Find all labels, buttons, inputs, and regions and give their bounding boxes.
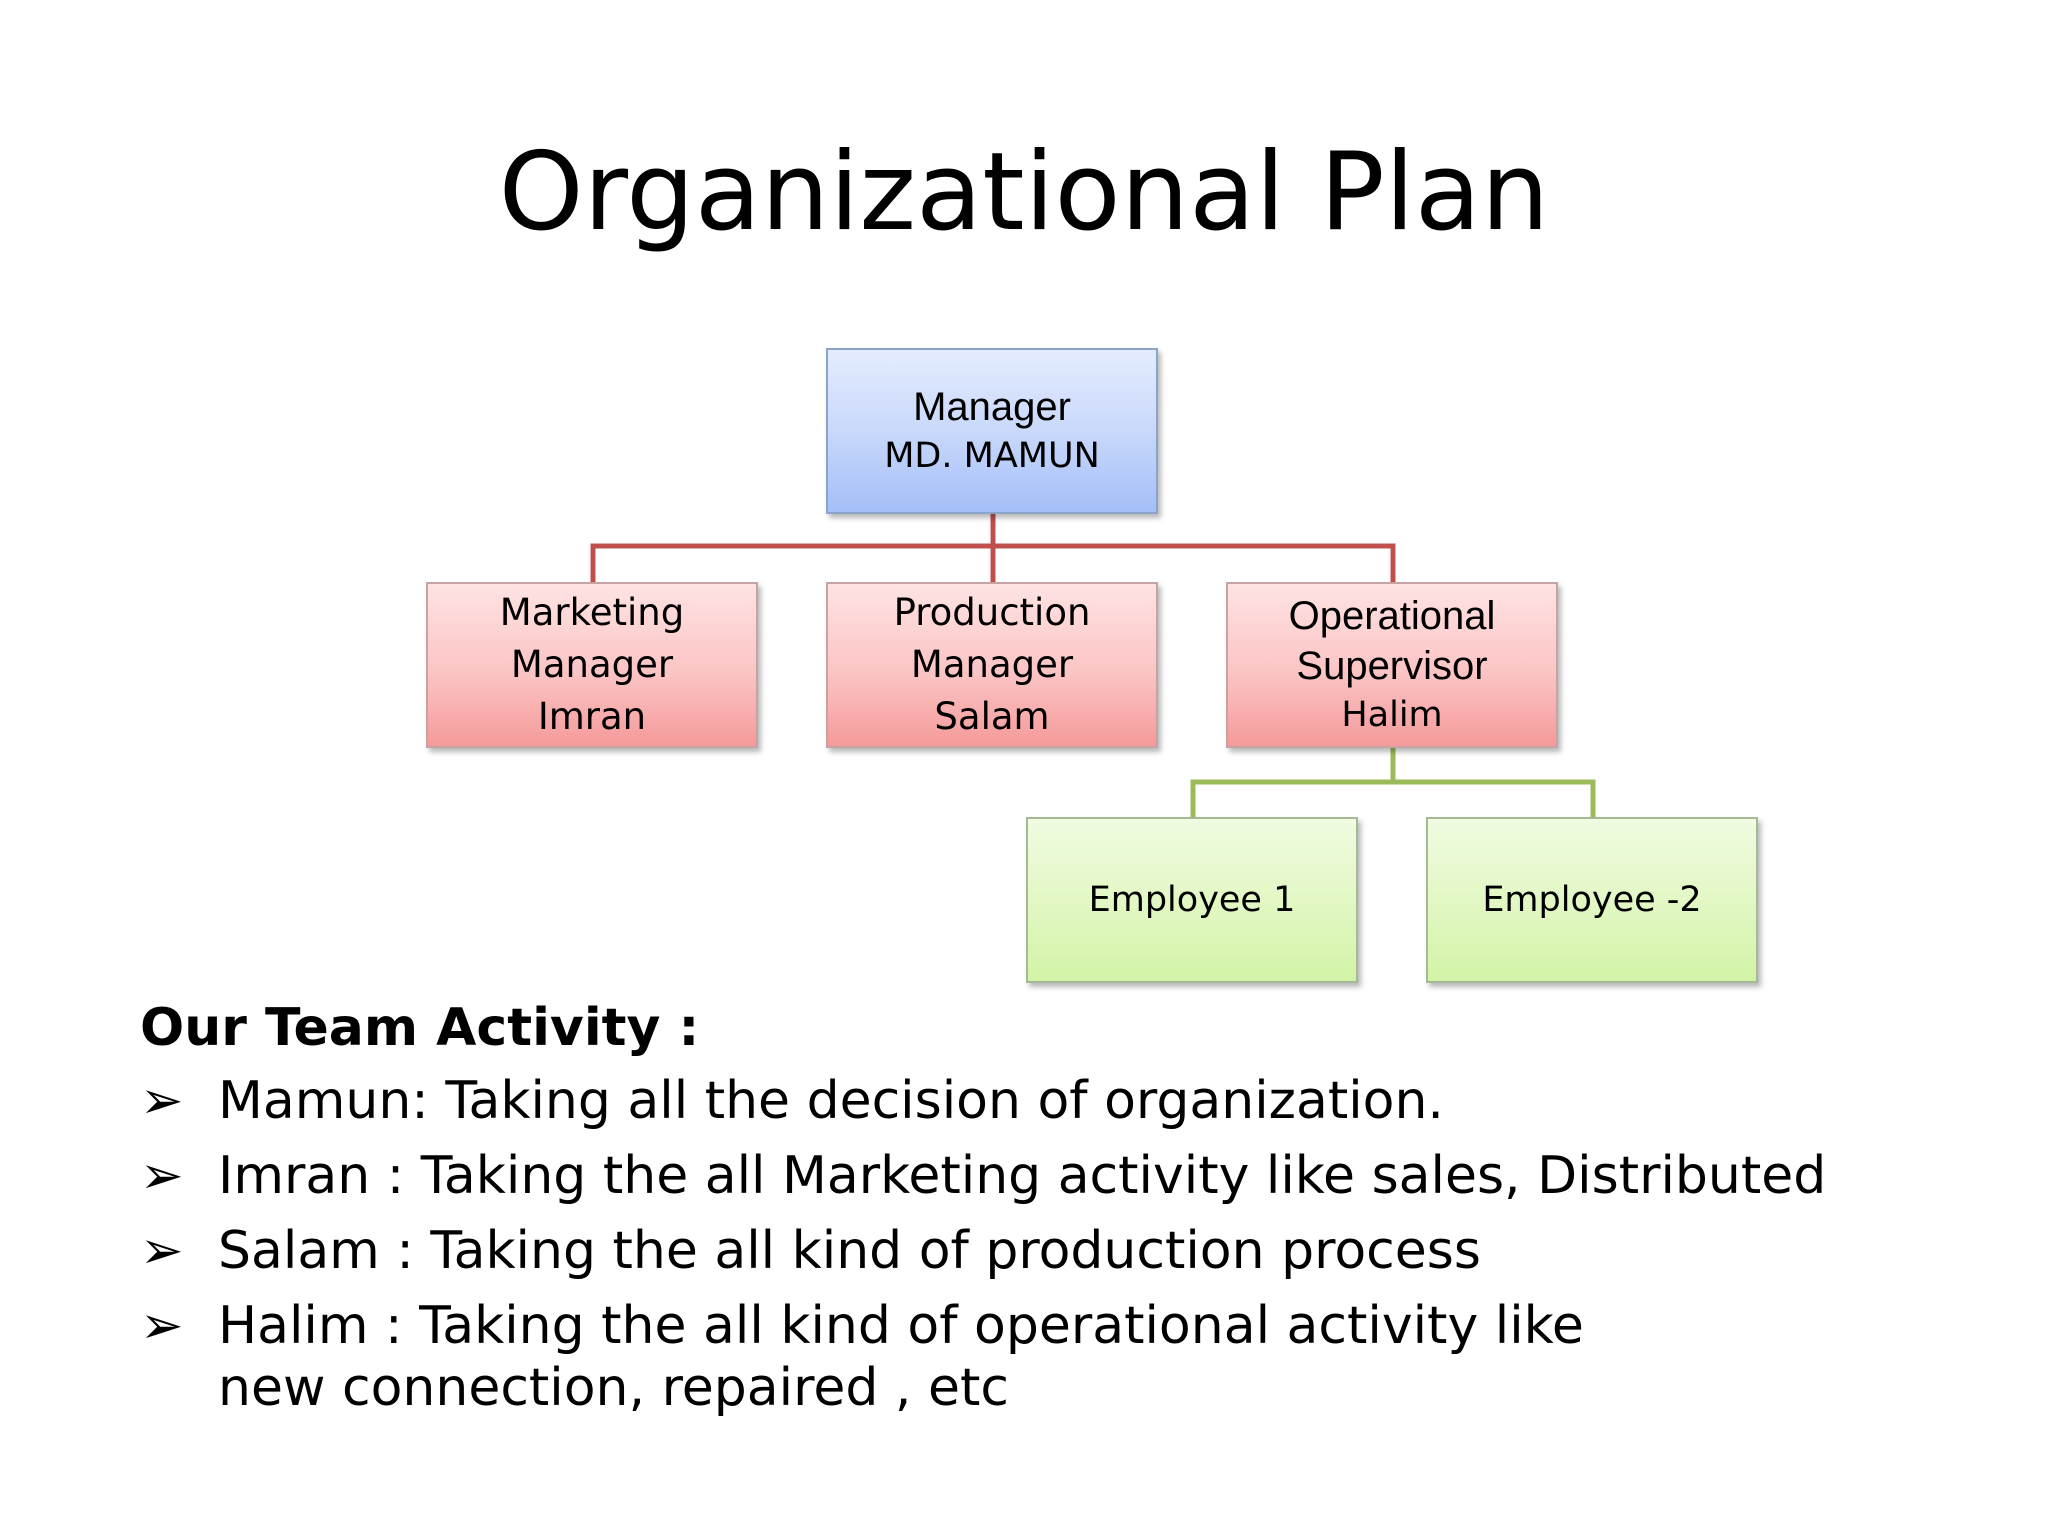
list-item-text: Imran : Taking the all Marketing activit… (218, 1146, 1827, 1206)
org-node-production-manager: Production Manager Salam (826, 582, 1158, 748)
list-item-text: Halim : Taking the all kind of operation… (218, 1296, 1584, 1418)
org-node-employee-1: Employee 1 (1026, 817, 1358, 983)
right-arrowhead-icon: ➢ (140, 1221, 184, 1281)
right-arrowhead-icon: ➢ (140, 1146, 184, 1206)
right-arrowhead-icon: ➢ (140, 1071, 184, 1131)
list-item: ➢ Mamun: Taking all the decision of orga… (140, 1070, 2020, 1132)
connector-manager-to-marketing (590, 513, 996, 584)
connector-supervisor-to-employee-1 (1190, 748, 1396, 819)
list-item-text: Salam : Taking the all kind of productio… (218, 1221, 1481, 1281)
org-node-line: Salam (934, 695, 1050, 738)
org-node-line: Supervisor (1296, 644, 1488, 688)
list-item: ➢ Halim : Taking the all kind of operati… (140, 1295, 2020, 1419)
org-node-line: Operational (1288, 594, 1496, 638)
org-node-line: Marketing (499, 591, 685, 634)
org-node-line: Manager (910, 643, 1074, 686)
org-node-manager-name: MD. MAMUN (884, 436, 1100, 476)
org-node-operational-supervisor: Operational Supervisor Halim (1226, 582, 1558, 748)
org-node-line: Halim (1341, 695, 1443, 735)
org-node-employee-2: Employee -2 (1426, 817, 1758, 983)
list-item-text: Mamun: Taking all the decision of organi… (218, 1071, 1444, 1131)
org-node-manager-role: Manager (913, 385, 1071, 429)
org-node-line: Production (893, 591, 1091, 634)
list-item: ➢ Salam : Taking the all kind of product… (140, 1220, 2020, 1282)
org-node-line: Imran (537, 695, 647, 738)
org-node-line: Manager (510, 643, 674, 686)
right-arrowhead-icon: ➢ (140, 1296, 184, 1356)
connector-manager-to-operational (993, 543, 1396, 584)
team-activity-list: ➢ Mamun: Taking all the decision of orga… (140, 1070, 2020, 1432)
connector-supervisor-to-employee-2 (1393, 779, 1596, 819)
list-item: ➢ Imran : Taking the all Marketing activ… (140, 1145, 2020, 1207)
org-node-manager: Manager MD. MAMUN (826, 348, 1158, 514)
slide-title: Organizational Plan (498, 130, 1550, 255)
org-node-employee-label: Employee 1 (1088, 880, 1296, 920)
org-node-marketing-manager: Marketing Manager Imran (426, 582, 758, 748)
org-node-employee-label: Employee -2 (1482, 880, 1702, 920)
team-activity-heading: Our Team Activity : (140, 998, 700, 1058)
